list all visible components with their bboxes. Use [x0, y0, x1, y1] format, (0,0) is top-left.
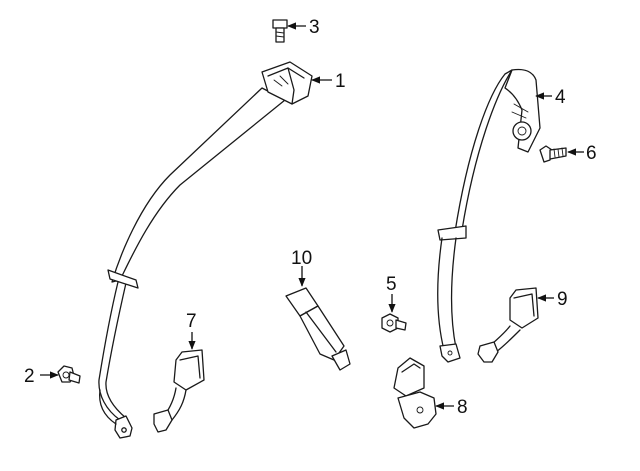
callout-7-label: 7 — [186, 311, 197, 332]
callout-9: 9 — [537, 289, 568, 310]
part-4-right-belt-retractor — [437, 68, 541, 363]
part-8-buckle — [393, 357, 437, 429]
callout-1: 1 — [311, 71, 346, 92]
part-7-buckle — [153, 349, 205, 433]
callout-5-label: 5 — [386, 274, 397, 295]
part-2-bolt — [57, 365, 81, 384]
part-3-bolt — [272, 19, 288, 43]
callout-3-label: 3 — [309, 17, 320, 38]
callout-6-label: 6 — [586, 143, 597, 164]
part-9-buckle — [477, 287, 539, 363]
callout-3: 3 — [287, 17, 320, 38]
callout-4-label: 4 — [555, 87, 566, 108]
part-5-bolt — [381, 313, 407, 333]
part-10-buckle-latch — [285, 287, 351, 371]
callout-6: 6 — [567, 143, 597, 164]
part-1-left-belt-retractor — [98, 61, 313, 439]
callout-4: 4 — [535, 87, 566, 108]
callout-7: 7 — [186, 311, 197, 350]
callout-10: 10 — [291, 248, 312, 287]
callout-10-label: 10 — [291, 248, 312, 269]
part-6-bolt — [539, 145, 567, 163]
callout-1-label: 1 — [335, 71, 346, 92]
callout-2: 2 — [24, 366, 59, 387]
callout-2-label: 2 — [24, 366, 35, 387]
callout-8-label: 8 — [457, 397, 468, 418]
callout-5: 5 — [386, 274, 397, 313]
callout-8: 8 — [435, 397, 468, 418]
callout-9-label: 9 — [557, 289, 568, 310]
